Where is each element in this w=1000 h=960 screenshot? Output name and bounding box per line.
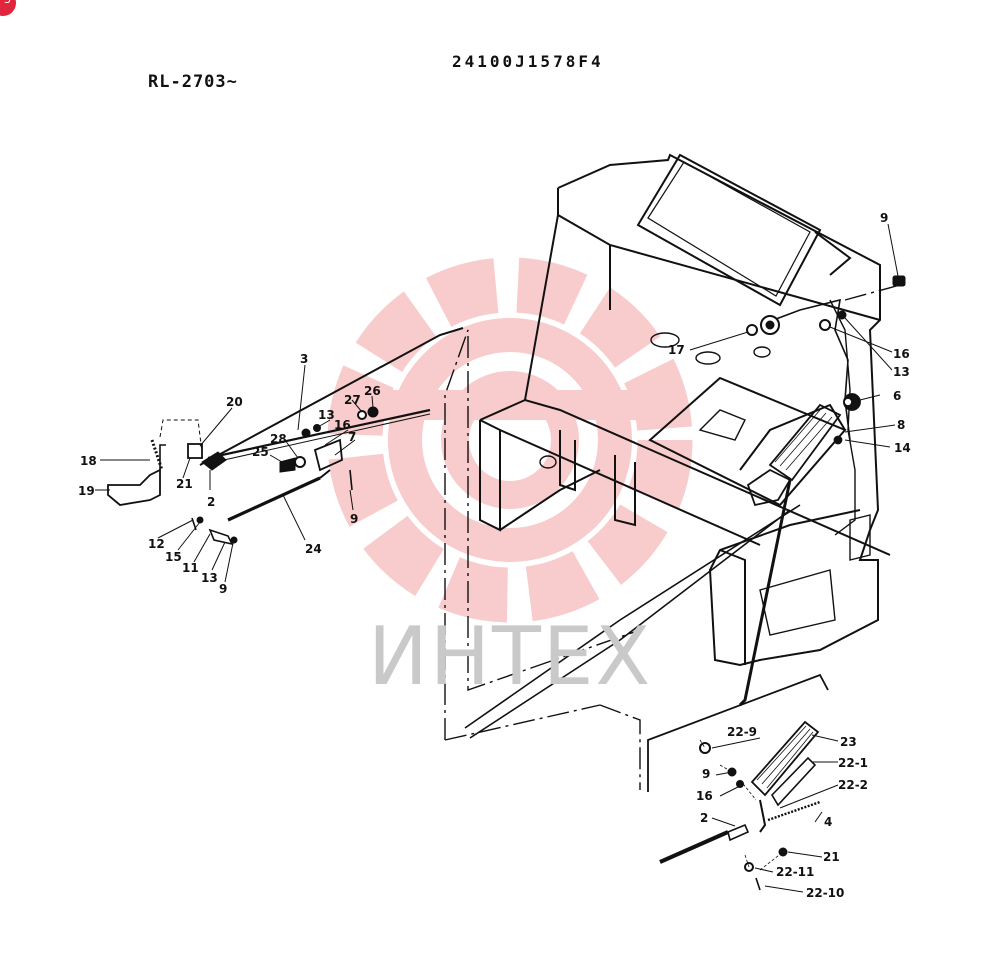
callout-27: 27 <box>344 393 361 407</box>
callout-24: 24 <box>305 542 322 556</box>
callout-6: 6 <box>893 389 901 403</box>
callout-25: 25 <box>252 445 269 459</box>
callout-26: 26 <box>364 384 381 398</box>
callout-18: 18 <box>80 454 97 468</box>
callout-21-bottom: 21 <box>823 850 840 864</box>
callout-19: 19 <box>78 484 95 498</box>
callout-22-2: 22-2 <box>838 778 868 792</box>
callout-8: 8 <box>897 418 905 432</box>
callout-23: 23 <box>840 735 857 749</box>
callout-9-bottom: 9 <box>702 767 710 781</box>
callout-3: 3 <box>300 352 308 366</box>
corner-badge-text: 3 <box>4 0 11 9</box>
callout-22-10: 22-10 <box>806 886 844 900</box>
accelerator-pedal-upper <box>746 393 861 507</box>
callout-2-left: 2 <box>207 495 215 509</box>
corner-badge: 3 <box>0 0 16 16</box>
watermark-text: ИНТЕХ <box>368 610 653 703</box>
callout-28: 28 <box>270 432 287 446</box>
callout-16-mid: 16 <box>334 418 351 432</box>
watermark-gear-icon <box>327 257 693 623</box>
callout-16-right: 16 <box>893 347 910 361</box>
callout-labels: 9 17 16 13 6 8 14 3 20 27 26 13 16 7 28 … <box>78 211 911 900</box>
callout-11: 11 <box>182 561 199 575</box>
callout-9-left: 9 <box>219 582 227 596</box>
callout-13-left: 13 <box>201 571 218 585</box>
drawing-number-label: 24100J1578F4 <box>452 52 604 71</box>
callout-9-top: 9 <box>880 211 888 225</box>
dashed-outline <box>444 284 901 790</box>
model-code-label: RL-2703~ <box>148 72 238 92</box>
callout-15: 15 <box>165 550 182 564</box>
callout-22-9: 22-9 <box>727 725 757 739</box>
callout-17: 17 <box>668 343 685 357</box>
callout-21-left: 21 <box>176 477 193 491</box>
callout-22-11: 22-11 <box>776 865 814 879</box>
callout-2-bottom: 2 <box>700 811 708 825</box>
lower-pedal-assembly <box>647 673 829 891</box>
upper-right-fasteners <box>746 275 906 336</box>
callout-13-mid: 13 <box>318 408 335 422</box>
leader-lines <box>95 223 899 893</box>
callout-13-right: 13 <box>893 365 910 379</box>
callout-4: 4 <box>824 815 832 829</box>
callout-7: 7 <box>348 430 356 444</box>
left-linkage-assembly <box>107 406 431 546</box>
callout-9-mid: 9 <box>350 512 358 526</box>
callout-22-1: 22-1 <box>838 756 868 770</box>
callout-16-bottom: 16 <box>696 789 713 803</box>
callout-12: 12 <box>148 537 165 551</box>
callout-14: 14 <box>894 441 911 455</box>
callout-20: 20 <box>226 395 243 409</box>
